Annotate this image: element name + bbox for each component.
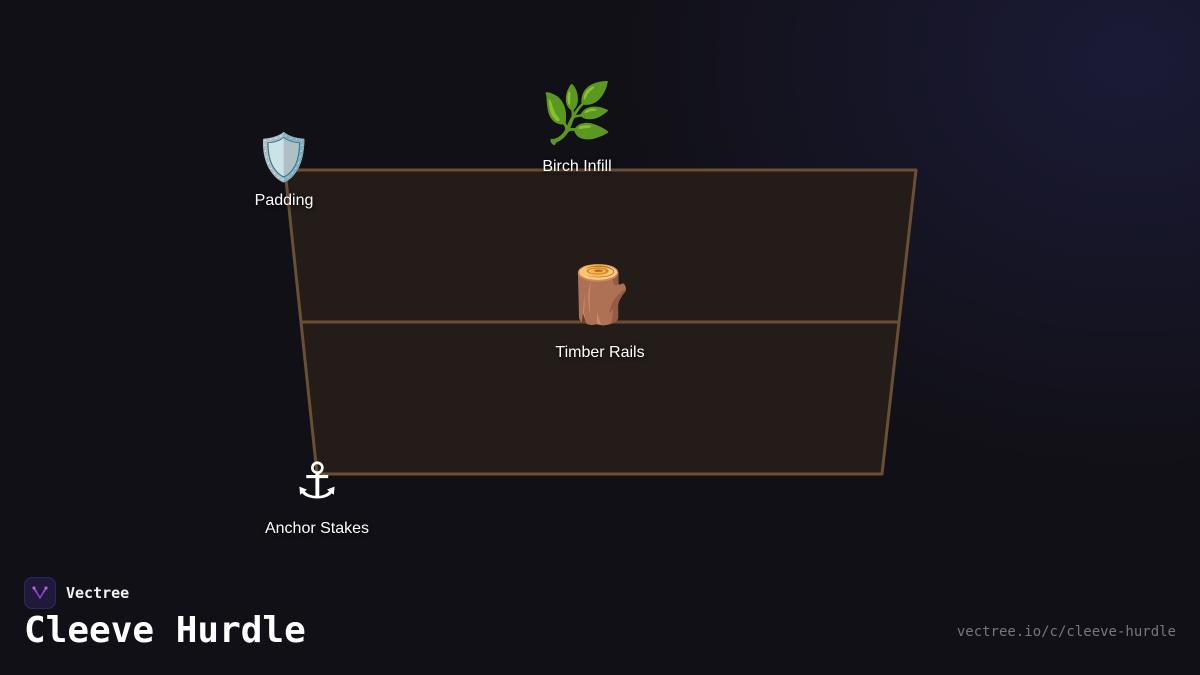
node-padding: 🛡️ Padding: [255, 134, 314, 210]
node-timber-rails-label: Timber Rails: [555, 344, 645, 361]
node-birch-infill: 🌿 Birch Infill: [541, 84, 613, 176]
wood-log-icon: 🪵: [565, 263, 635, 328]
shield-icon: 🛡️: [255, 130, 313, 184]
brand-bar: Vectree: [24, 577, 129, 609]
node-anchor-stakes-label: Anchor Stakes: [264, 520, 370, 537]
brand-logo-icon: [24, 577, 56, 609]
page-title: Cleeve Hurdle: [24, 610, 306, 651]
herb-leaf-icon: 🌿: [540, 79, 614, 147]
node-birch-infill-label: Birch Infill: [542, 158, 612, 175]
node-timber-rails: 🪵 Timber Rails: [555, 268, 644, 362]
node-padding-label: Padding: [254, 192, 314, 209]
anchor-icon: ⚓: [294, 452, 340, 510]
brand-name: Vectree: [66, 584, 130, 602]
node-anchor-stakes: ⚓ Anchor Stakes: [265, 456, 369, 538]
page-url[interactable]: vectree.io/c/cleeve-hurdle: [956, 624, 1176, 640]
